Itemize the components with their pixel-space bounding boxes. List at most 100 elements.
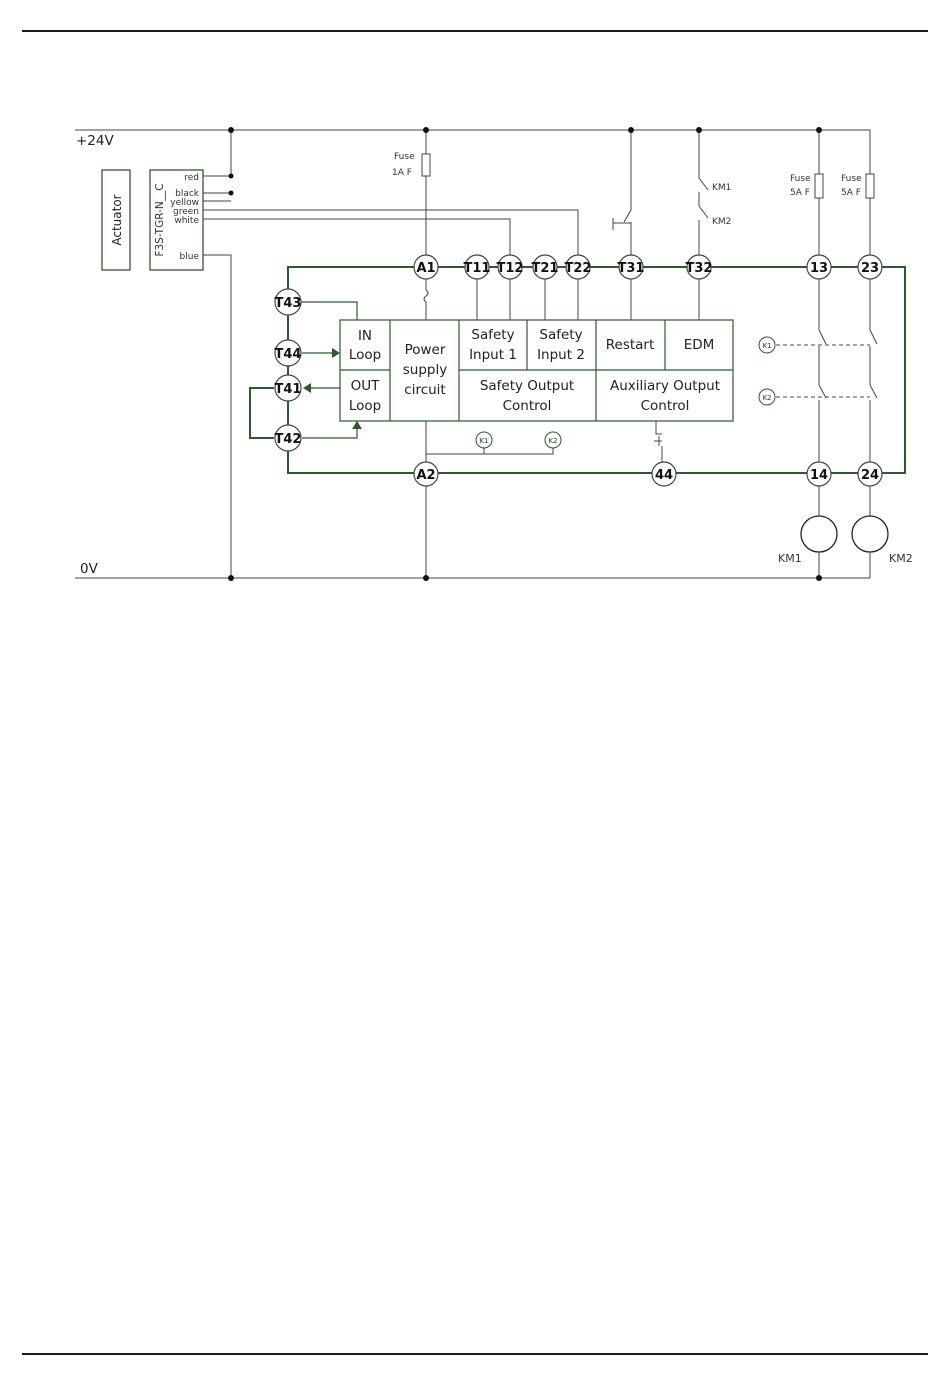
top-rule	[22, 30, 928, 32]
arrow-head	[352, 421, 362, 429]
junction-dot	[628, 127, 634, 133]
power-label-2: supply	[403, 362, 447, 378]
terminal-t41-label: T41	[275, 382, 302, 397]
fuse-supply	[421, 153, 431, 177]
coil-km1-label: KM1	[778, 552, 802, 565]
terminal-t22-label: T22	[565, 261, 592, 276]
safety-output-label-2: Control	[503, 398, 552, 414]
terminal-44: 44	[651, 461, 677, 487]
power-label-1: Power	[405, 342, 446, 358]
relay-k1-marker-label: K1	[479, 437, 488, 445]
relay-k2-marker	[544, 431, 562, 449]
terminal-a1-label: A1	[416, 261, 435, 276]
coil-km1	[800, 515, 838, 553]
out-loop-label-1: OUT	[351, 378, 381, 394]
terminal-t42: T42	[274, 424, 302, 452]
output-k1-marker-label: K1	[762, 342, 771, 350]
in-loop-label-1: IN	[358, 328, 372, 344]
safety-input-1-label-1: Safety	[471, 327, 514, 343]
terminal-t12: T12	[497, 254, 524, 280]
safety-input-1-label-2: Input 1	[469, 347, 517, 363]
wire-red	[203, 130, 232, 177]
junction-dot	[423, 127, 429, 133]
terminal-t21-label: T21	[532, 261, 559, 276]
terminal-t21: T21	[532, 254, 559, 280]
terminal-t43: T43	[274, 288, 302, 316]
coil-km2-label: KM2	[889, 552, 913, 565]
coil-km2	[851, 515, 889, 553]
power-label-3: circuit	[404, 382, 445, 398]
junction-dot	[816, 575, 822, 581]
safety-input-2-label-2: Input 2	[537, 347, 585, 363]
aux-output-label-1: Auxiliary Output	[610, 378, 720, 394]
terminal-a2-label: A2	[416, 468, 435, 483]
junction-dot	[423, 575, 429, 581]
edm-contacts	[698, 130, 709, 258]
terminal-23: 23	[857, 254, 883, 280]
restart-label: Restart	[606, 337, 655, 353]
fuse-out1	[814, 173, 824, 199]
terminal-t31: T31	[618, 254, 644, 280]
fuse-out1-label-2: 5A F	[790, 188, 810, 198]
output-contacts-1	[818, 278, 827, 463]
terminal-23-label: 23	[861, 261, 879, 276]
rail-24v-label: +24V	[76, 133, 114, 149]
output-contacts-2	[869, 278, 878, 463]
safety-input-2-label-1: Safety	[539, 327, 582, 343]
edm-label: EDM	[684, 337, 715, 353]
output-k2-marker-label: K2	[762, 394, 771, 402]
fuse-out2-label-1: Fuse	[841, 174, 862, 184]
terminal-24-label: 24	[861, 468, 879, 483]
aux-contact	[654, 421, 663, 463]
sensor-box	[149, 169, 204, 271]
fuse-supply-label-1: Fuse	[394, 152, 415, 162]
terminal-a1: A1	[413, 254, 439, 280]
terminal-t12-label: T12	[497, 261, 524, 276]
terminal-t32-label: T32	[686, 261, 713, 276]
terminal-t43-label: T43	[275, 296, 302, 311]
safety-output-label-1: Safety Output	[480, 378, 574, 394]
junction-dot	[228, 575, 234, 581]
rail-0v-label: 0V	[80, 561, 99, 577]
edm-km2-label: KM2	[712, 217, 731, 227]
aux-output-label-2: Control	[641, 398, 690, 414]
sensor-model: F3S-TGR-N__C	[154, 183, 166, 256]
terminal-13: 13	[806, 254, 832, 280]
terminal-44-label: 44	[655, 468, 673, 483]
terminal-t41: T41	[274, 374, 302, 402]
terminal-24: 24	[857, 461, 883, 487]
wire-blue	[203, 254, 232, 578]
actuator-box	[101, 169, 131, 271]
terminal-a2: A2	[413, 461, 439, 487]
junction-dot	[696, 127, 702, 133]
wire-blue-label: blue	[180, 252, 200, 262]
actuator-label: Actuator	[110, 194, 124, 245]
arrow-head	[303, 383, 311, 393]
restart-pushbutton	[612, 218, 631, 230]
terminal-13-label: 13	[810, 261, 828, 276]
wire-green	[203, 209, 579, 258]
fuse-out1-label-1: Fuse	[790, 174, 811, 184]
wire-green-label: green	[173, 207, 199, 217]
in-loop-label-2: Loop	[349, 347, 381, 363]
relay-k2-marker-label: K2	[548, 437, 557, 445]
bottom-rule	[22, 1353, 928, 1355]
terminal-14-label: 14	[810, 468, 828, 483]
wire-black-label: black	[175, 189, 200, 199]
wire-red-label: red	[184, 173, 199, 183]
arrow-head	[332, 348, 340, 358]
terminal-t44-label: T44	[275, 347, 302, 362]
terminal-t44: T44	[274, 339, 302, 367]
junction-dot	[228, 173, 234, 179]
terminal-14: 14	[806, 461, 832, 487]
out-loop-label-2: Loop	[349, 398, 381, 414]
fuse-out2	[865, 173, 875, 199]
arrow-t42-in	[302, 429, 358, 439]
wire-yellow-label: yellow	[170, 198, 199, 208]
terminal-t11-label: T11	[464, 261, 491, 276]
output-k2-marker	[758, 388, 776, 406]
wire-white	[203, 218, 511, 258]
arrow-to-t43	[300, 301, 358, 320]
relay-k1-marker	[475, 431, 493, 449]
